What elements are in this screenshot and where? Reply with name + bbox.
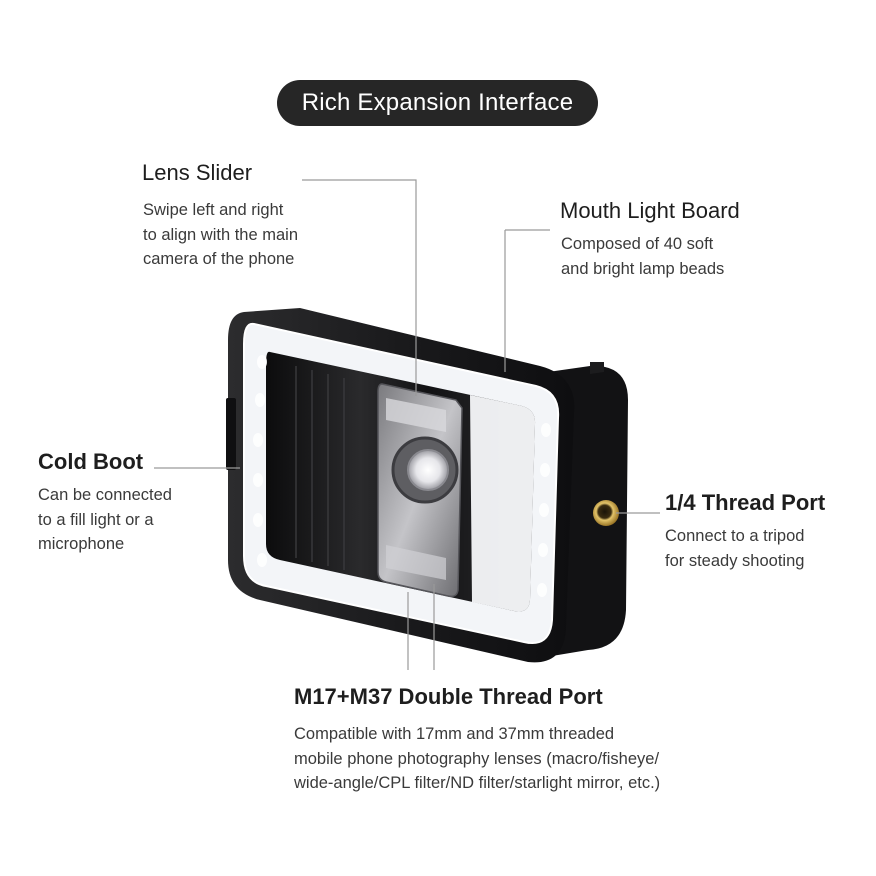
thread-port-description: Connect to a tripod for steady shooting [665,524,804,573]
description-line: and bright lamp beads [561,259,725,278]
double-thread-port-description: Compatible with 17mm and 37mm threaded m… [294,722,660,796]
description-line: mobile phone photography lenses (macro/f… [294,749,660,768]
section-title-badge: Rich Expansion Interface [277,80,598,126]
mouth-light-board-title: Mouth Light Board [560,198,740,223]
description-line: for steady shooting [665,551,805,570]
description-line: to a fill light or a [38,510,154,529]
section-title: Rich Expansion Interface [301,89,574,116]
led-beads [253,355,551,597]
description-line: Compatible with 17mm and 37mm threaded [294,725,615,743]
cold-boot-description: Can be connected to a fill light or a mi… [38,483,172,557]
description-line: Swipe left and right [143,201,284,219]
m17-lens-opening [407,449,449,491]
slider-rail [295,366,345,570]
description-line: Composed of 40 soft [561,235,714,253]
thread-port-title: 1/4 Thread Port [665,490,826,515]
description-line: Can be connected [38,486,172,504]
description-line: wide-angle/CPL filter/ND filter/starligh… [294,774,661,792]
mouth-light-board-description: Composed of 40 soft and bright lamp bead… [561,232,724,281]
cold-shoe-mount [226,398,236,470]
description-line: to align with the main [143,225,299,244]
cold-boot-title: Cold Boot [38,449,144,474]
lens-slider-description: Swipe left and right to align with the m… [143,198,298,272]
leader-lines [154,179,660,670]
quarter-inch-thread-port [593,500,619,526]
description-line: camera of the phone [143,250,295,268]
double-thread-port-title: M17+M37 Double Thread Port [294,684,603,709]
lens-slider-title: Lens Slider [142,160,253,185]
description-line: Connect to a tripod [665,527,805,545]
description-line: microphone [38,535,125,553]
